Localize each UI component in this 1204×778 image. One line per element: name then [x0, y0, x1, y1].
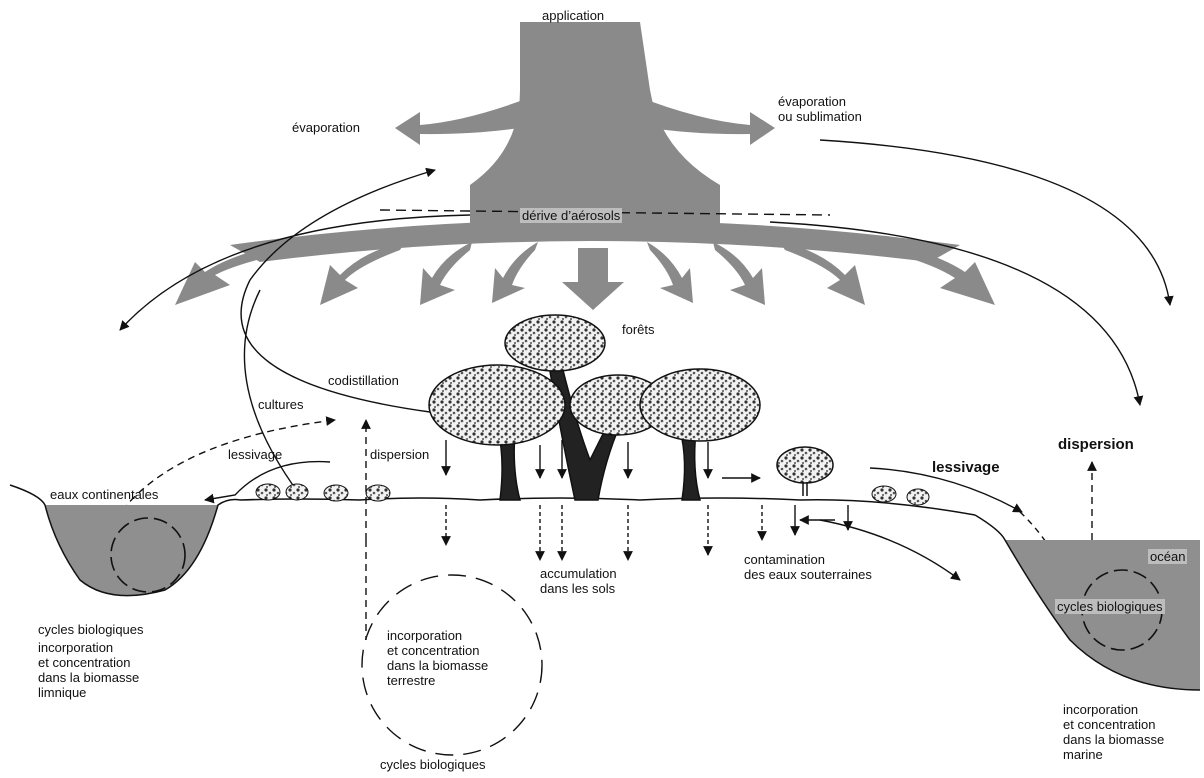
lessivage-left-label: lessivage — [228, 447, 282, 462]
cultures-label: cultures — [258, 397, 304, 412]
biomasse-limnique-label: incorporation et concentration dans la b… — [38, 640, 139, 700]
accumulation-label: accumulation dans les sols — [540, 566, 617, 596]
forest-trees — [429, 315, 833, 500]
derive-aerosols-label: dérive d’aérosols — [520, 208, 622, 223]
forests-label: forêts — [622, 322, 655, 337]
biomasse-marine-label: incorporation et concentration dans la b… — [1063, 702, 1164, 762]
evaporation-left-label: évaporation — [292, 120, 360, 135]
dispersion-right-label: dispersion — [1058, 437, 1134, 452]
biomasse-terrestre-label: incorporation et concentration dans la b… — [387, 628, 488, 688]
aerosol-plume — [175, 22, 995, 310]
lessivage-right-label: lessivage — [932, 460, 1000, 475]
cycles-bottom-label: cycles biologiques — [380, 757, 486, 772]
ocean-label: océan — [1148, 549, 1187, 564]
evaporation-right-label: évaporation ou sublimation — [778, 94, 862, 124]
codistillation-label: codistillation — [328, 373, 399, 388]
cycles-left-label: cycles biologiques — [38, 622, 144, 637]
cycles-right-label: cycles biologiques — [1055, 599, 1165, 614]
eaux-continentales-label: eaux continentales — [50, 487, 158, 502]
contamination-label: contamination des eaux souterraines — [744, 552, 872, 582]
dispersion-left-label: dispersion — [370, 447, 429, 462]
application-label: application — [542, 8, 604, 23]
